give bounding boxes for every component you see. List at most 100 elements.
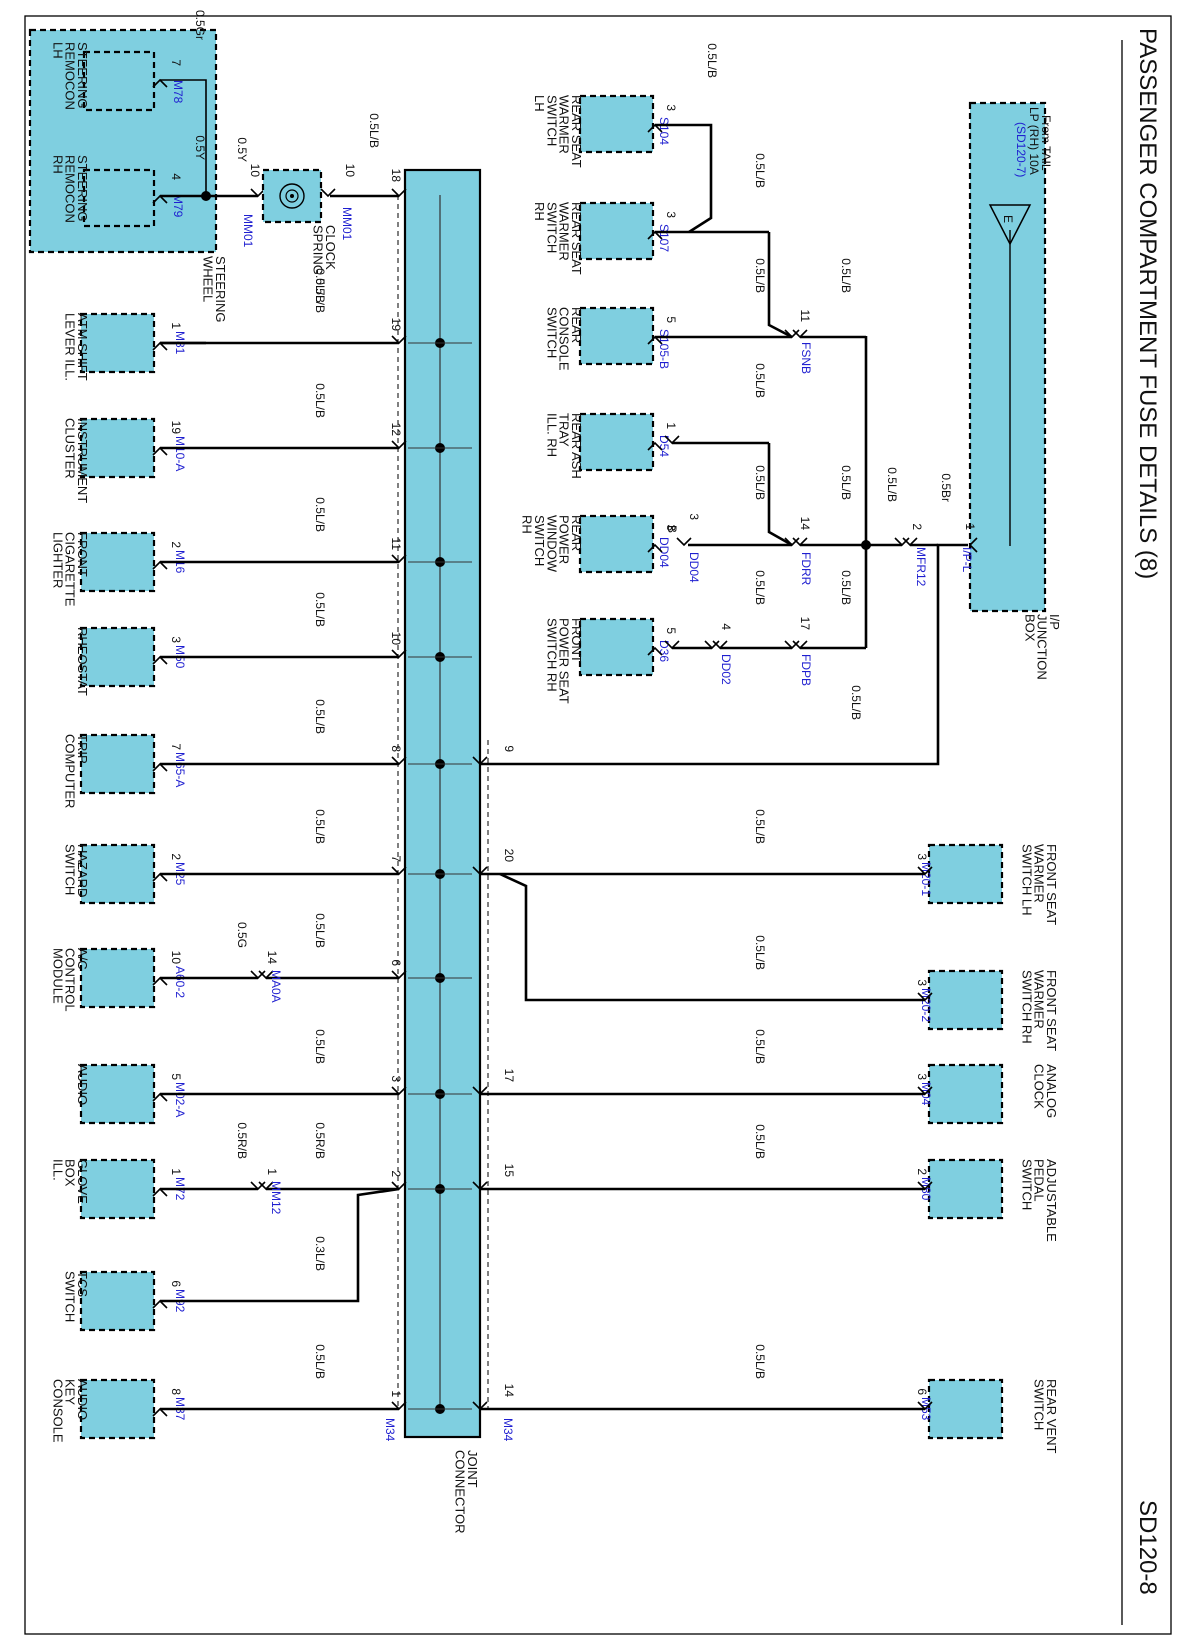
pin-number: 15 xyxy=(502,1164,516,1178)
pin-number: 3 xyxy=(687,513,701,520)
joint-connector-ref-left: M34 xyxy=(383,1418,397,1442)
pin-number: 5 xyxy=(169,1073,183,1080)
pin-number: 6 xyxy=(915,1388,929,1395)
page-border xyxy=(24,15,1172,1635)
pin-number: 3 xyxy=(915,853,929,860)
component-name: STEERING xyxy=(75,155,90,221)
component-name: POWER SEAT xyxy=(557,618,572,704)
fuse-source: LP (RH) 10A xyxy=(1027,107,1041,175)
joint-connector-ref-right: M34 xyxy=(501,1418,515,1442)
pin-number: 4 xyxy=(719,623,733,630)
component-name: COMPUTER xyxy=(63,734,78,808)
component-name: WINDOW xyxy=(544,515,559,573)
wire xyxy=(480,543,968,766)
wire-spec: 0.5L/B xyxy=(753,465,767,500)
joint-connector-name: CONNECTOR xyxy=(453,1450,468,1534)
component-name: REAR VENT xyxy=(1044,1379,1059,1453)
steering-wheel-label: WHEEL xyxy=(201,256,216,302)
pin-number: 10 xyxy=(343,164,357,178)
connector-terminal xyxy=(647,646,663,656)
pin-number: 17 xyxy=(502,1069,516,1083)
inline-connector xyxy=(250,970,266,980)
wire-spec: 0.5L/B xyxy=(753,363,767,398)
connector-terminal xyxy=(647,441,663,451)
wire-spec: 0.5L/B xyxy=(753,153,767,188)
component-name: TRIP xyxy=(75,734,90,764)
junction-box-name: JUNCTION xyxy=(1035,614,1050,680)
component-box xyxy=(79,531,156,593)
pin-number: 1 xyxy=(169,322,183,329)
wire-spec: 0.5L/B xyxy=(753,809,767,844)
pin-number: 6 xyxy=(169,1280,183,1287)
inline-connector-ref: MM01 xyxy=(340,207,354,241)
pin-letter: B xyxy=(665,525,679,533)
component-name: SWITCH xyxy=(544,202,559,253)
inline-connector-ref: FDRR xyxy=(799,552,813,586)
pin-number: 7 xyxy=(169,59,183,66)
pin-number: 8 xyxy=(389,745,403,752)
component-name: SWITCH xyxy=(1019,1159,1034,1210)
wire-spec: 0.5R/B xyxy=(313,1122,327,1159)
component-box xyxy=(79,843,156,905)
inline-connector-ref: MM12 xyxy=(269,1181,283,1215)
component-name: KEY xyxy=(63,1379,78,1405)
connector-ref: DD04 xyxy=(657,537,671,568)
component-name: REAR ASH xyxy=(569,413,584,479)
component-name: ANALOG xyxy=(1044,1064,1059,1118)
component-box xyxy=(927,843,1004,905)
pin-number: 3 xyxy=(664,211,678,218)
page-title: PASSENGER COMPARTMENT FUSE DETAILS (8) xyxy=(1134,28,1161,579)
fuse-symbol-label: E xyxy=(1001,215,1015,223)
component-name: CONTROL xyxy=(63,948,78,1012)
component-name: CONSOLE xyxy=(557,307,572,371)
pin-number: 20 xyxy=(502,849,516,863)
component-name: CLUSTER xyxy=(63,418,78,479)
pin-number: 1 xyxy=(664,422,678,429)
wire-spec: 0.5L/B xyxy=(313,1344,327,1379)
connector-ref: D54 xyxy=(657,435,671,457)
component-name: RHEOSTAT xyxy=(75,627,90,696)
wire xyxy=(767,443,793,547)
pin-number: 2 xyxy=(915,1168,929,1175)
pin-number: 10 xyxy=(248,164,262,178)
component-box xyxy=(79,1270,156,1332)
wire-spec: 0.5L/B xyxy=(753,1029,767,1064)
component-name: STEERING xyxy=(75,42,90,108)
wire-spec: 0.5L/B xyxy=(753,935,767,970)
junction-box-name: BOX xyxy=(1022,614,1037,642)
component-name: AUDIO xyxy=(75,1379,90,1420)
pin-number: 17 xyxy=(798,617,812,631)
component-name: REAR xyxy=(569,515,584,551)
component-name: RH xyxy=(520,515,535,534)
component-name: GLOVE xyxy=(75,1159,90,1204)
component-name: TRAY xyxy=(557,413,572,447)
wire-spec: 0.5L/B xyxy=(705,43,719,78)
pin-number: 14 xyxy=(798,517,812,531)
component-name: REMOCON xyxy=(63,155,78,223)
wire xyxy=(655,123,713,234)
component-box xyxy=(578,201,655,261)
component-name: ADJUSTABLE xyxy=(1044,1159,1059,1242)
inline-connector xyxy=(784,329,800,339)
pin-number: 4 xyxy=(169,173,183,180)
connector-ref: DD04 xyxy=(687,552,701,583)
component-box xyxy=(79,312,156,374)
inline-connector xyxy=(250,1181,266,1191)
component-box xyxy=(79,733,156,795)
connector-terminal xyxy=(391,188,407,198)
component-box xyxy=(79,1063,156,1125)
component-box xyxy=(79,1158,156,1220)
component-name: FRONT xyxy=(569,618,584,663)
fuse-symbol xyxy=(988,204,1032,246)
wire-spec: 0.5Y xyxy=(193,135,207,160)
component-name: POWER xyxy=(557,515,572,564)
connector-ref: M10-A xyxy=(173,436,187,471)
wire-spec: 0.5L/B xyxy=(313,497,327,532)
component-name: SWITCH xyxy=(63,844,78,895)
inline-connector xyxy=(784,640,800,650)
pin-number: 7 xyxy=(389,855,403,862)
wire-spec: 0.5L/B xyxy=(313,278,327,313)
pin-number: 1 xyxy=(389,1390,403,1397)
